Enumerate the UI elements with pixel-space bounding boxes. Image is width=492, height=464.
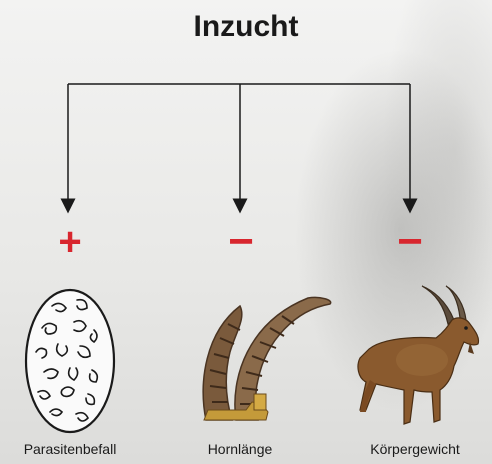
effect-sign-weight: −: [390, 220, 430, 264]
effect-label-parasites: Parasitenbefall: [0, 441, 140, 457]
effect-label-horns: Hornlänge: [170, 441, 310, 457]
effect-label-weight: Körpergewicht: [340, 441, 490, 457]
effect-sign-parasites: +: [50, 222, 90, 262]
ibex-icon: [336, 282, 492, 434]
effect-sign-horns: −: [221, 220, 261, 264]
parasite-egg-icon: [22, 286, 118, 436]
ibex-horns-icon: [196, 292, 336, 432]
